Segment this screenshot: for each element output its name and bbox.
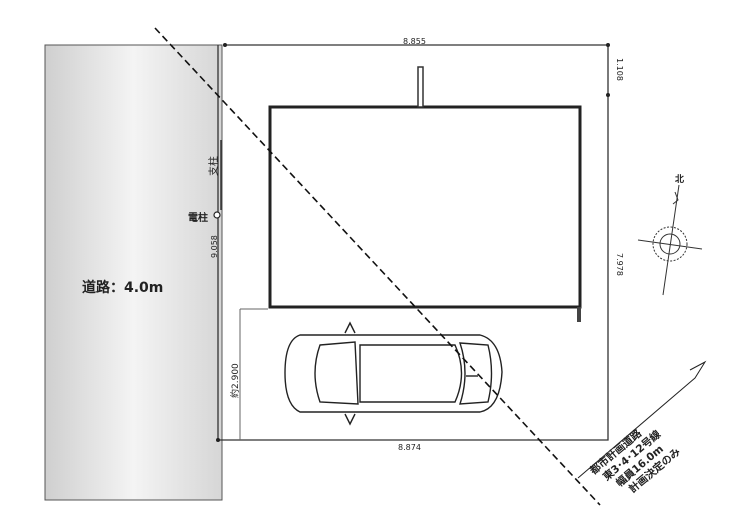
dimension-bottom: 8.874	[398, 443, 421, 452]
lot-boundary	[217, 44, 609, 441]
dimension-parking-depth: 約2.900	[231, 363, 241, 398]
dimension-right-upper: 1.108	[615, 58, 624, 81]
building-outline	[268, 105, 582, 309]
vent-pipe	[417, 66, 424, 108]
building-notch	[577, 307, 581, 322]
utility-pole-label: 電柱	[188, 213, 208, 224]
dimension-right: 7.978	[615, 253, 624, 276]
road-label: 道路：4.0m	[82, 280, 164, 296]
road	[44, 44, 223, 501]
support-label: 支柱	[209, 156, 220, 176]
planned-road-boundary	[577, 360, 707, 479]
dimension-left: 9.058	[210, 235, 219, 258]
compass-icon	[637, 184, 703, 296]
parking-dimension	[239, 308, 268, 440]
boundary-points	[216, 43, 610, 442]
car-icon	[284, 321, 503, 426]
dimension-top: 8.855	[403, 37, 426, 46]
utility-pole-icon	[213, 211, 221, 219]
north-label: 北	[675, 175, 685, 185]
planned-road-centerline	[154, 27, 601, 506]
